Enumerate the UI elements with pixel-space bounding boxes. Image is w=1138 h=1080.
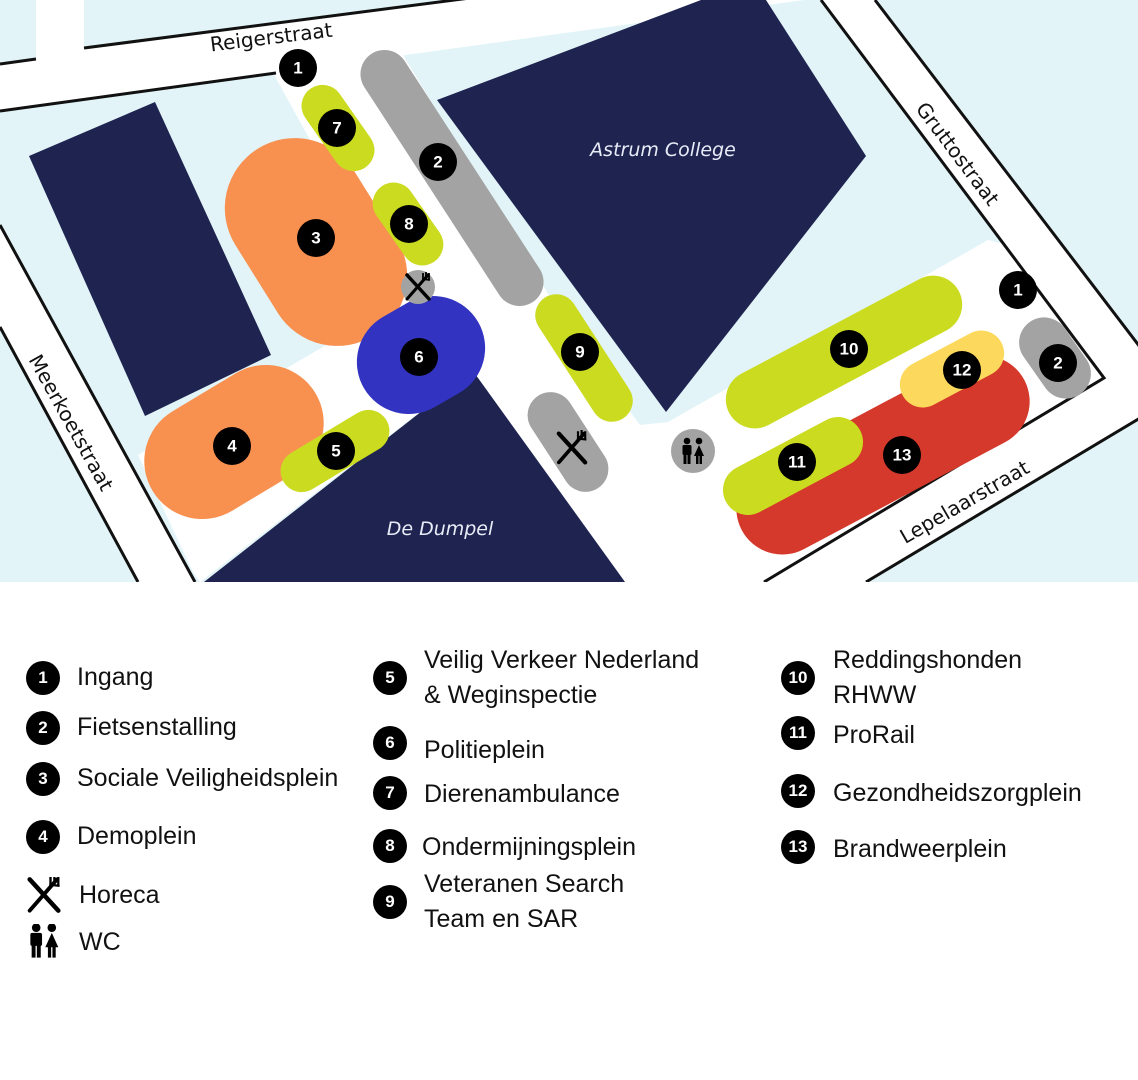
marker-10[interactable]: 10: [830, 330, 868, 368]
marker-9[interactable]: 9: [561, 333, 599, 371]
svg-text:5: 5: [331, 442, 340, 461]
legend-number: 6: [373, 725, 407, 760]
legend-number: 1: [26, 660, 60, 695]
legend-item-fietsenstalling: 2 Fietsenstalling: [26, 710, 237, 745]
building-left: [29, 102, 271, 416]
legend-number: 5: [373, 661, 407, 695]
legend-number: 2: [26, 710, 60, 745]
marker-2-east[interactable]: 2: [1039, 344, 1077, 382]
svg-text:2: 2: [1053, 354, 1062, 373]
knife-fork-icon: [26, 877, 62, 913]
svg-text:2: 2: [433, 153, 442, 172]
legend-item-ondermijningsplein: 8 Ondermijningsplein: [373, 826, 636, 865]
building-label-astrum-college: Astrum College: [588, 139, 736, 161]
svg-text:13: 13: [893, 446, 912, 465]
road-gruttostraat: [764, 0, 1138, 582]
toilet-icon: [30, 924, 59, 958]
legend-number: 7: [373, 775, 407, 810]
wc-facility: [671, 429, 715, 473]
legend-label-line1: Veteranen Search: [424, 870, 625, 898]
legend-number: 11: [781, 715, 815, 750]
marker-1-north[interactable]: 1: [279, 49, 317, 87]
building-de-dumpel: [204, 371, 625, 582]
marker-2-north[interactable]: 2: [419, 143, 457, 181]
legend-item-horeca: Horeca: [26, 877, 160, 913]
legend-item-wc: WC: [26, 924, 121, 960]
legend-label: Sociale Veiligheidsplein: [77, 764, 339, 792]
legend-item-prorail: 11 ProRail: [781, 712, 915, 753]
building-astrum-college: [437, 0, 866, 412]
svg-text:4: 4: [227, 437, 237, 456]
legend-label: Demoplein: [77, 822, 197, 850]
legend-number: 3: [26, 761, 60, 796]
legend-number: 12: [781, 773, 815, 808]
legend-label: Dierenambulance: [424, 780, 620, 808]
legend-item-sociale-veiligheidsplein: 3 Sociale Veiligheidsplein: [26, 761, 338, 796]
marker-8[interactable]: 8: [390, 205, 428, 243]
legend-label: Ingang: [77, 663, 154, 691]
marker-13[interactable]: 13: [883, 436, 921, 474]
marker-5[interactable]: 5: [317, 432, 355, 470]
legend-item-demoplein: 4 Demoplein: [26, 819, 197, 854]
legend-label: Politieplein: [424, 736, 545, 764]
svg-text:6: 6: [414, 348, 423, 367]
legend-number: 13: [781, 829, 815, 864]
legend-item-ingang: 1 Ingang: [26, 660, 153, 695]
legend-label: WC: [79, 927, 121, 956]
svg-text:10: 10: [840, 340, 859, 359]
marker-6[interactable]: 6: [400, 338, 438, 376]
event-map: 1 7 2 3 8 6 9 4 5 10 12 2 11 13 1 Reiger…: [0, 0, 1138, 582]
svg-text:9: 9: [575, 343, 584, 362]
legend-label: Fietsenstalling: [77, 713, 237, 741]
legend-label-line1: Reddingshonden: [833, 646, 1023, 674]
marker-11[interactable]: 11: [778, 443, 816, 481]
svg-text:1: 1: [1013, 281, 1022, 300]
legend-item-veilig-verkeer: 5 Veilig Verkeer Nederland & Weginspectie: [373, 643, 699, 713]
legend-number: 9: [373, 885, 407, 919]
svg-text:3: 3: [311, 229, 320, 248]
marker-12[interactable]: 12: [943, 351, 981, 389]
legend-item-dierenambulance: 7 Dierenambulance: [373, 773, 620, 812]
legend-label-line1: Veilig Verkeer Nederland: [424, 646, 700, 674]
street-lines: [0, 0, 1138, 582]
legend-item-brandweerplein: 13 Brandweerplein: [781, 826, 1007, 867]
svg-text:1: 1: [293, 59, 302, 78]
legend-item-gezondheidszorgplein: 12 Gezondheidszorgplein: [781, 770, 1082, 811]
marker-4[interactable]: 4: [213, 427, 251, 465]
legend-label-line2: Team en SAR: [424, 905, 579, 933]
legend-label: ProRail: [833, 721, 915, 749]
legend-number: 4: [26, 819, 60, 854]
legend-label-line2: & Weginspectie: [424, 681, 598, 709]
legend-label: Brandweerplein: [833, 835, 1007, 863]
zone-2-fietsenstalling: [360, 50, 544, 306]
legend-number: 10: [781, 661, 815, 695]
building-label-de-dumpel: De Dumpel: [387, 518, 494, 540]
svg-text:11: 11: [788, 453, 806, 472]
marker-7[interactable]: 7: [318, 109, 356, 147]
svg-text:8: 8: [404, 215, 413, 234]
legend-label: Gezondheidszorgplein: [833, 779, 1082, 807]
svg-text:12: 12: [953, 361, 972, 380]
legend-label: Ondermijningsplein: [422, 833, 637, 861]
legend-item-politieplein: 6 Politieplein: [373, 717, 545, 768]
horeca-north: [401, 270, 435, 304]
marker-3[interactable]: 3: [297, 219, 335, 257]
svg-text:7: 7: [332, 119, 341, 138]
marker-1-east[interactable]: 1: [999, 271, 1037, 309]
legend-label-line2: RHWW: [833, 681, 917, 709]
legend-label: Horeca: [79, 880, 160, 909]
legend-number: 8: [373, 828, 407, 863]
